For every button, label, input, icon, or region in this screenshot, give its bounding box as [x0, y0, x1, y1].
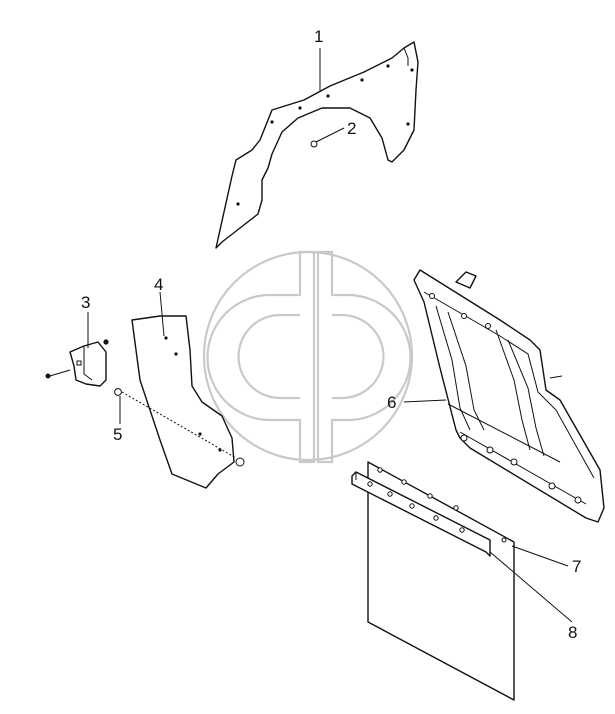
part-3-bracket: [45, 339, 109, 387]
part-5-nut: [114, 388, 245, 467]
part-6-support-frame: [413, 269, 605, 523]
watermark-left-inner: [237, 313, 300, 400]
watermark-left-half: [206, 250, 316, 464]
leader-6: [403, 399, 447, 403]
gd-logo-watermark: [202, 250, 414, 464]
leader-lines: [87, 48, 573, 623]
callout-5: 5: [113, 425, 122, 444]
part-8-clamping-strip: [351, 467, 491, 557]
callout-6: 6: [387, 393, 396, 412]
watermark-outer-ring: [202, 250, 414, 462]
watermark-right-inner: [332, 313, 385, 400]
part-4-mud-flap-panel: [131, 315, 235, 489]
callout-4: 4: [154, 275, 163, 294]
part-7-mud-flap: [367, 461, 515, 701]
callout-8: 8: [568, 623, 577, 642]
watermark-right-half: [316, 250, 412, 464]
callout-labels: 1 2 3 4 5 6 7 8: [81, 27, 581, 642]
leader-2: [315, 127, 345, 143]
callout-2: 2: [347, 119, 356, 138]
callout-3: 3: [81, 293, 90, 312]
callout-7: 7: [572, 557, 581, 576]
leader-8: [489, 551, 573, 623]
part-2-fastener: [310, 140, 318, 148]
callout-1: 1: [314, 27, 323, 46]
leader-7: [511, 545, 569, 567]
leader-4: [159, 291, 165, 337]
part-1-wheel-arch-liner: [215, 41, 419, 249]
